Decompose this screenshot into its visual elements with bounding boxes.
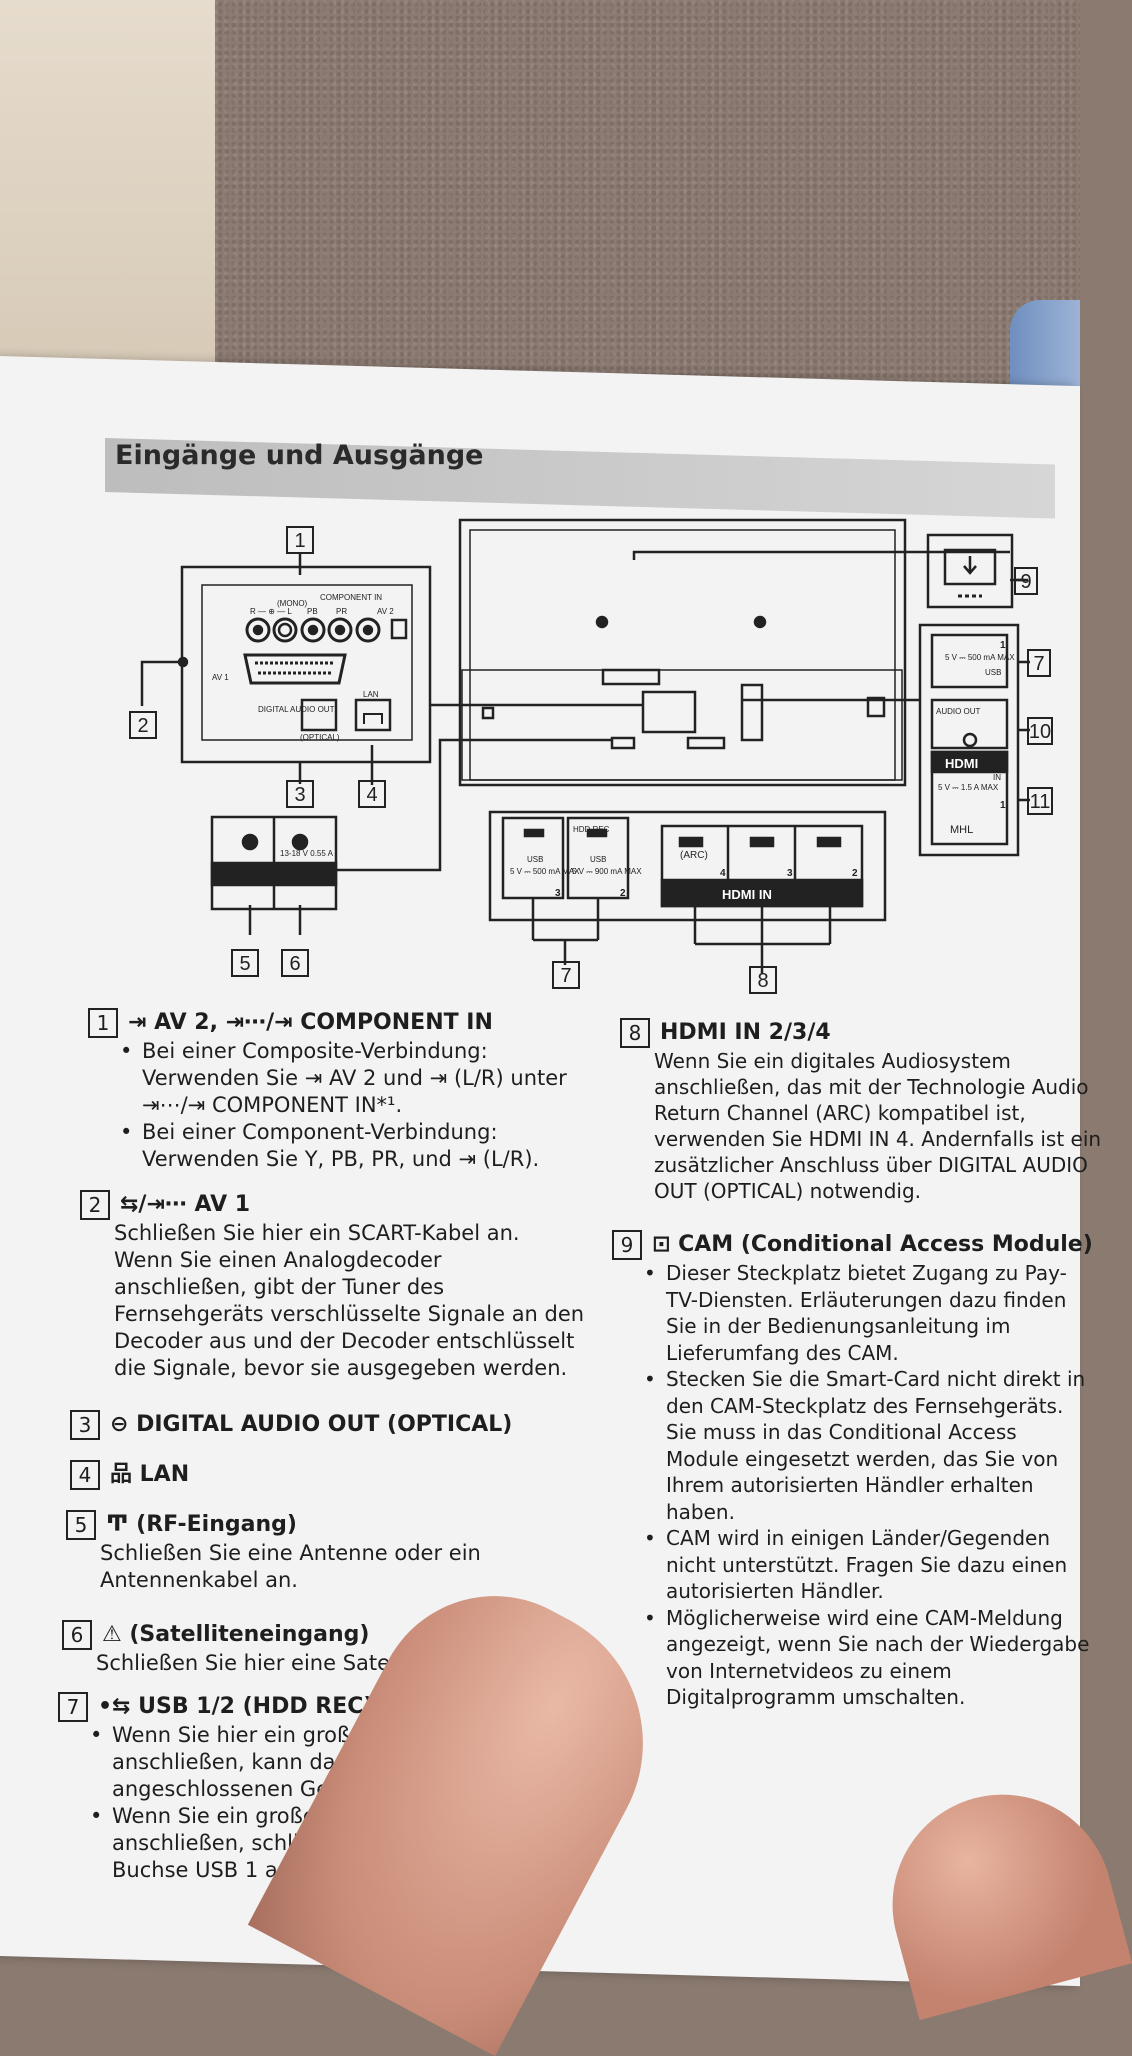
label-rl: R — ⊕ — L <box>250 607 292 616</box>
label-av1: AV 1 <box>212 673 229 682</box>
label-sat-power: 13-18 V 0.55 A <box>280 849 334 858</box>
side-usb-num: 1 <box>1000 640 1006 651</box>
callout-7: 7 <box>560 965 571 987</box>
usb-num-2: 2 <box>620 888 626 899</box>
item-2: 2⇆/⇥⋯ AV 1 Schließen Sie hier ein SCART-… <box>80 1190 584 1382</box>
cam-slot-panel <box>926 533 1014 609</box>
tv-back-outline <box>458 518 907 787</box>
label-digital-audio-out: DIGITAL AUDIO OUT <box>258 705 335 714</box>
label-audio-out: AUDIO OUT <box>936 707 981 716</box>
item-9: 9⊡ CAM (Conditional Access Module) Diese… <box>612 1230 1093 1711</box>
label-usb-rating-2: 5 V ⎓ 900 mA MAX <box>572 867 642 876</box>
usb-hdmi-panel <box>488 810 887 922</box>
item-3: 3⊖ DIGITAL AUDIO OUT (OPTICAL) <box>70 1410 512 1440</box>
label-mhl: MHL <box>950 824 973 836</box>
connector-diagram: 1 2 3 4 5 6 7 8 9 7 10 11 COMPONENT IN (… <box>129 518 1053 994</box>
label-arc: (ARC) <box>680 850 708 861</box>
label-usb-3: USB <box>527 855 543 864</box>
label-lan: LAN <box>363 690 379 699</box>
callout-7-side: 7 <box>1033 653 1044 675</box>
hdmi-side-num: 1 <box>1000 800 1006 811</box>
side-terminal-panel <box>918 623 1020 857</box>
label-hdd-rec: HDD REC <box>573 825 610 834</box>
callout-5: 5 <box>239 953 250 975</box>
label-usb-2: USB <box>590 855 606 864</box>
hdmi-num-4: 4 <box>720 868 726 879</box>
usb-num-3: 3 <box>555 888 561 899</box>
hdmi-num-3: 3 <box>787 868 793 879</box>
callout-9: 9 <box>1020 571 1031 593</box>
label-hdmi-side-rating: 5 V ⎓ 1.5 A MAX <box>938 783 999 792</box>
label-side-usb: 5 V ⎓ 500 mA MAX <box>945 653 1015 662</box>
callout-3: 3 <box>294 784 305 806</box>
label-av2: AV 2 <box>377 607 394 616</box>
label-pb: PB <box>307 607 318 616</box>
hdmi-num-2: 2 <box>852 868 858 879</box>
label-component-in: COMPONENT IN <box>320 593 382 602</box>
callout-4: 4 <box>366 784 377 806</box>
label-usb-rating-1: 5 V ⎓ 500 mA MAX <box>510 867 580 876</box>
label-optical: (OPTICAL) <box>300 733 340 742</box>
floor-background <box>0 0 240 370</box>
callout-8: 8 <box>757 970 768 992</box>
label-hdmi-side: HDMI <box>945 756 978 771</box>
item-1: 1⇥ AV 2, ⇥⋯/⇥ COMPONENT IN Bei einer Com… <box>88 1008 567 1173</box>
callout-6: 6 <box>289 953 300 975</box>
callout-10: 10 <box>1029 721 1051 743</box>
label-mono: (MONO) <box>277 599 308 608</box>
section-title: Eingänge und Ausgänge <box>115 440 484 471</box>
callout-2: 2 <box>137 715 148 737</box>
carpet-background <box>215 0 1080 400</box>
label-hdmi-side-in: IN <box>993 773 1001 782</box>
label-hdmi-in: HDMI IN <box>722 887 772 902</box>
label-pr: PR <box>336 607 347 616</box>
callout-11: 11 <box>1030 791 1051 813</box>
callout-1: 1 <box>294 530 305 552</box>
label-side-usb-text: USB <box>985 668 1001 677</box>
